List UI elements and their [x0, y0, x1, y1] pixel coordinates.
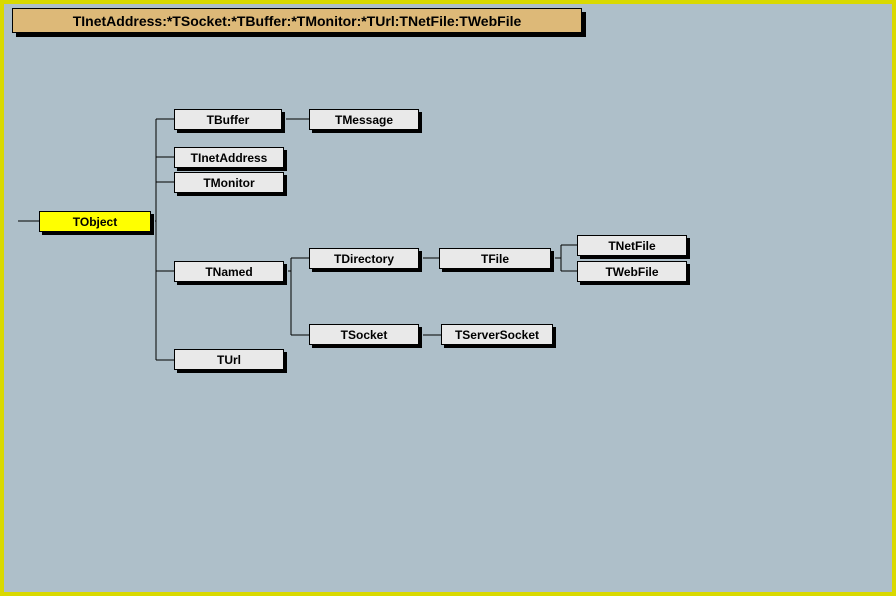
- class-node-tnamed[interactable]: TNamed: [174, 261, 284, 282]
- class-node-turl[interactable]: TUrl: [174, 349, 284, 370]
- class-node-label: TInetAddress: [190, 150, 268, 165]
- class-node-tsocket[interactable]: TSocket: [309, 324, 419, 345]
- class-node-tserversocket[interactable]: TServerSocket: [441, 324, 553, 345]
- class-node-tmonitor[interactable]: TMonitor: [174, 172, 284, 193]
- class-node-tmessage[interactable]: TMessage: [309, 109, 419, 130]
- tree-connector-lines: [18, 118, 577, 361]
- class-node-label: TMonitor: [203, 175, 255, 190]
- class-node-tbuffer[interactable]: TBuffer: [174, 109, 282, 130]
- class-node-label: TObject: [72, 214, 118, 229]
- class-node-label: TFile: [480, 251, 509, 266]
- class-node-tfile[interactable]: TFile: [439, 248, 551, 269]
- class-node-label: TBuffer: [206, 112, 250, 127]
- title-bar: TInetAddress:*TSocket:*TBuffer:*TMonitor…: [12, 8, 582, 33]
- class-node-label: TNamed: [205, 264, 253, 279]
- class-node-label: TMessage: [334, 112, 394, 127]
- class-node-tnetfile[interactable]: TNetFile: [577, 235, 687, 256]
- title-text: TInetAddress:*TSocket:*TBuffer:*TMonitor…: [72, 12, 522, 29]
- class-node-tinetaddress[interactable]: TInetAddress: [174, 147, 284, 168]
- class-node-label: TUrl: [217, 352, 241, 367]
- class-node-label: TServerSocket: [454, 327, 540, 342]
- class-node-twebfile[interactable]: TWebFile: [577, 261, 687, 282]
- class-node-tdirectory[interactable]: TDirectory: [309, 248, 419, 269]
- class-node-label: TWebFile: [605, 264, 659, 279]
- class-node-label: TNetFile: [608, 238, 656, 253]
- class-node-label: TDirectory: [333, 251, 395, 266]
- class-node-label: TSocket: [340, 327, 388, 342]
- class-node-tobject[interactable]: TObject: [39, 211, 151, 232]
